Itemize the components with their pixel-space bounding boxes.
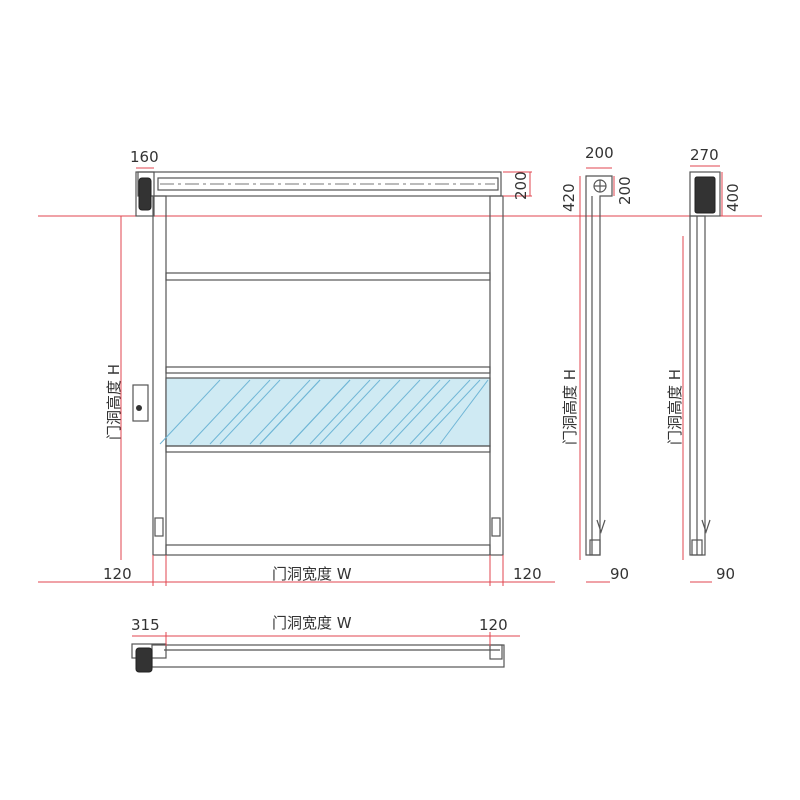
control-box [132, 384, 149, 422]
motor-height-dim: 400 [724, 183, 742, 212]
glass-hatch-line [219, 379, 281, 445]
left-guide-rail [152, 195, 167, 556]
glass-hatch-line [159, 379, 221, 445]
glass-hatch-line [249, 379, 311, 445]
glass-hatch-line [209, 379, 271, 445]
header-box [137, 171, 502, 197]
lock-bracket [491, 517, 501, 537]
glass-hatch-line [439, 379, 489, 445]
opening-width-label: 门洞宽度 W [272, 565, 352, 583]
wind-bar [165, 272, 491, 281]
lock-bracket [154, 517, 164, 537]
motor-bracket [135, 171, 155, 217]
glass-hatch-line [409, 379, 471, 445]
glass-hatch-line [339, 379, 401, 445]
glass-hatch-line [359, 379, 421, 445]
opening-height-label: 门洞高度 H [561, 369, 579, 445]
opening-width-label: 门洞宽度 W [272, 614, 352, 632]
motor-side-dim: 315 [131, 616, 160, 634]
bottom-bar [165, 544, 491, 556]
glass-hatching [159, 379, 489, 445]
glass-hatch-line [309, 379, 371, 445]
glass-hatch-line [389, 379, 451, 445]
side-view-roller: 200 420 200 门洞高度 H 90 [560, 144, 634, 583]
motor [694, 176, 716, 214]
side-profile [585, 175, 613, 556]
key-switch-icon [136, 405, 142, 411]
left-post-dim: 120 [103, 565, 132, 583]
header-height-dim: 200 [512, 171, 530, 200]
base-dim: 90 [610, 565, 629, 583]
glass-hatch-line [319, 379, 381, 445]
opening-height-label: 门洞高度 H [105, 364, 123, 440]
side-width-dim: 200 [585, 144, 614, 162]
motor-width-dim: 160 [130, 148, 159, 166]
right-post-dim: 120 [513, 565, 542, 583]
wind-bar [165, 366, 491, 374]
glass-hatch-line [189, 379, 251, 445]
top-view: 315 门洞宽度 W 120 [131, 614, 520, 673]
other-side-dim: 120 [479, 616, 508, 634]
right-guide-rail [489, 195, 504, 556]
opening-height-label: 门洞高度 H [666, 369, 684, 445]
glass-hatch-line [289, 379, 351, 445]
front-view: 160 200 门洞高度 H 120 门洞宽度 W 120 [38, 148, 555, 586]
side-view-motor: 270 400 门洞高度 H 90 [666, 146, 742, 583]
roller-height-dim: 200 [616, 176, 634, 205]
wind-bar [165, 445, 491, 453]
motor [135, 647, 153, 673]
glass-hatch-line [419, 379, 481, 445]
glass-hatch-line [259, 379, 321, 445]
roller-tube [157, 177, 499, 191]
total-height-dim: 420 [560, 183, 578, 212]
glass-hatch-line [379, 379, 441, 445]
motor-width-dim: 270 [690, 146, 719, 164]
base-dim: 90 [716, 565, 735, 583]
motor [138, 177, 152, 211]
